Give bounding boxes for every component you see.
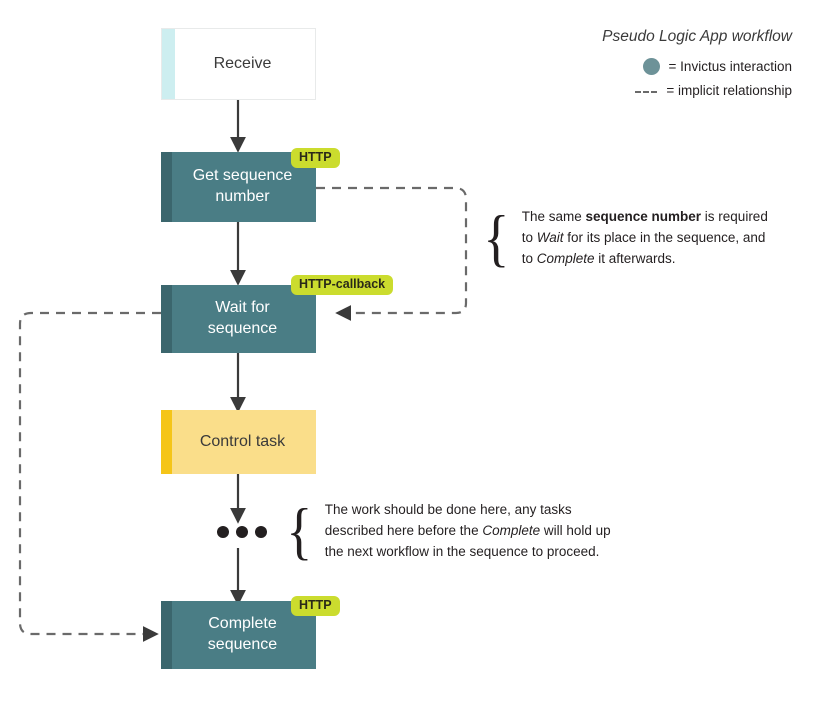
legend-item-invictus-interaction-label: = Invictus interaction <box>668 59 792 74</box>
dashed-line-icon <box>635 90 658 93</box>
annotation-work-here-text: The work should be done here, any tasks d… <box>325 500 611 563</box>
node-control-task[interactable]: Control task <box>161 410 316 474</box>
ellipsis-dot <box>217 526 229 538</box>
badge-http-complete[interactable]: HTTP <box>291 596 340 616</box>
legend: Pseudo Logic App workflow = Invictus int… <box>500 28 792 98</box>
annot1-l3italic: Complete <box>536 250 595 266</box>
badge-http-callback-wait[interactable]: HTTP-callback <box>291 275 394 295</box>
legend-item-implicit-relationship: = implicit relationship <box>500 83 792 98</box>
annot2-l3: the next workflow in the sequence to pro… <box>324 543 600 559</box>
annot2-l2italic: Complete <box>482 522 541 538</box>
legend-item-invictus-interaction: = Invictus interaction <box>500 58 792 75</box>
legend-item-implicit-relationship-label: = implicit relationship <box>666 83 792 98</box>
ellipsis-dot <box>236 526 248 538</box>
node-wait-for-sequence[interactable]: Wait for sequence <box>161 285 316 353</box>
node-complete-sequence-label: Complete sequence <box>207 615 278 653</box>
annotation-sequence-number-text: The same sequence number is required to W… <box>522 207 768 270</box>
ellipsis-dot <box>255 526 267 538</box>
circle-icon <box>642 58 660 75</box>
annot1-l1b: is required <box>701 209 768 224</box>
node-complete-sequence-accent <box>161 601 172 669</box>
node-wait-for-sequence-label: Wait for sequence <box>207 299 278 337</box>
node-complete-sequence[interactable]: Complete sequence <box>161 601 316 669</box>
annot1-l2a: to <box>521 229 537 245</box>
badge-http-get-sequence[interactable]: HTTP <box>291 148 340 168</box>
edge-implicit-wait-to-complete <box>18 311 161 642</box>
brace-icon: { <box>286 495 313 567</box>
ellipsis-tasks <box>217 526 267 538</box>
brace-icon: { <box>483 202 510 274</box>
annot1-l3b: it afterwards. <box>594 250 676 266</box>
node-receive-accent <box>162 29 175 99</box>
node-get-sequence-number-label: Get sequence number <box>192 167 293 205</box>
annot1-l1a: The same <box>521 209 586 224</box>
node-control-task-label: Control task <box>199 432 286 450</box>
node-receive-label: Receive <box>213 54 272 72</box>
node-get-sequence-number[interactable]: Get sequence number <box>161 152 316 222</box>
node-control-task-accent <box>161 410 172 474</box>
annot1-l2italic: Wait <box>536 229 564 245</box>
node-get-sequence-number-accent <box>161 152 172 222</box>
annotation-sequence-number: { The same sequence number is required to… <box>481 202 801 274</box>
annot1-l3a: to <box>521 250 537 266</box>
node-receive[interactable]: Receive <box>161 28 316 100</box>
annot1-l2b: for its place in the sequence, and <box>563 229 766 245</box>
node-wait-for-sequence-accent <box>161 285 172 353</box>
legend-title: Pseudo Logic App workflow <box>602 28 792 45</box>
annot1-l1bold: sequence number <box>585 209 702 224</box>
annot2-l2a: described here before the <box>324 522 483 538</box>
annot2-l2b: will hold up <box>540 522 611 538</box>
annotation-work-here: { The work should be done here, any task… <box>284 495 674 567</box>
annot2-l1: The work should be done here, any tasks <box>324 502 572 517</box>
